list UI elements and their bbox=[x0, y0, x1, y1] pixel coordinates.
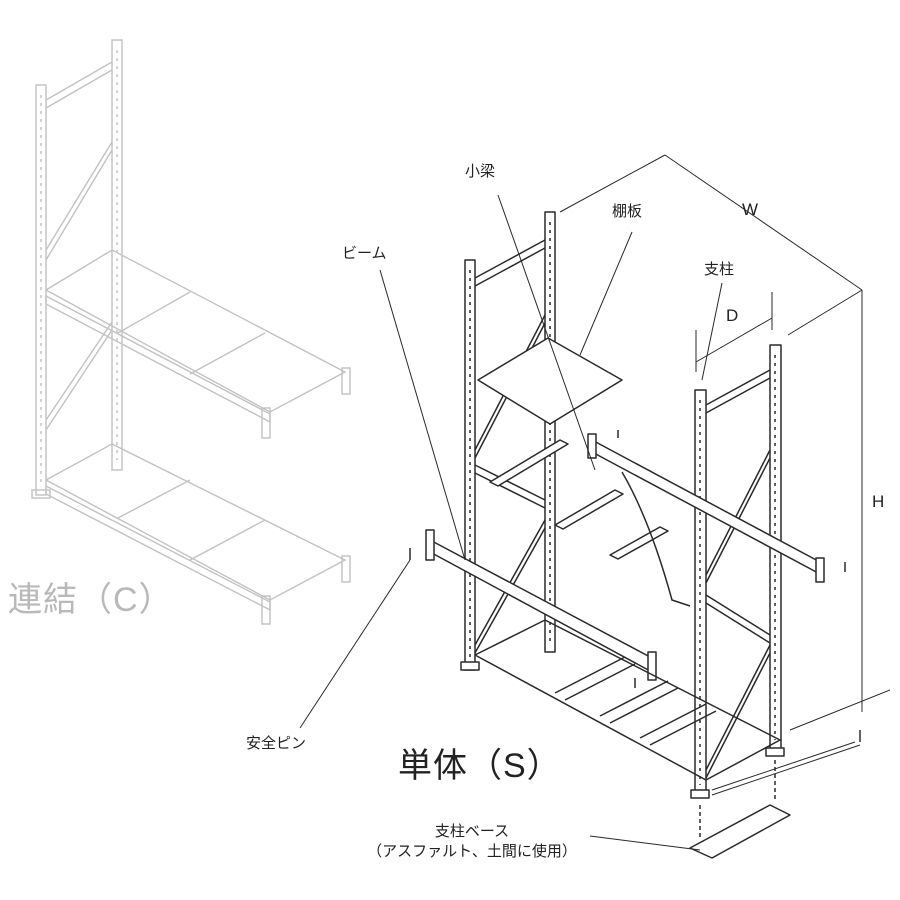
dimension-h-label: H bbox=[872, 492, 885, 511]
connected-rack-drawing bbox=[31, 39, 351, 625]
label-shichu: 支柱 bbox=[704, 261, 735, 278]
dimension-lines bbox=[299, 154, 891, 851]
dimension-w-label: W bbox=[742, 200, 759, 219]
label-beam: ビーム bbox=[342, 245, 387, 262]
title-single: 単体（S） bbox=[398, 747, 562, 785]
title-connected: 連結（C） bbox=[8, 581, 174, 619]
label-base-line1: 支柱ベース bbox=[434, 823, 510, 840]
dimension-d-label: D bbox=[726, 306, 739, 325]
label-kobari: 小梁 bbox=[465, 163, 496, 180]
label-base-line2: （アスファルト、土間に使用） bbox=[367, 843, 577, 860]
label-anzen-pin: 安全ピン bbox=[246, 735, 307, 752]
single-rack-drawing bbox=[409, 211, 861, 859]
label-tanaita: 棚板 bbox=[612, 203, 643, 220]
